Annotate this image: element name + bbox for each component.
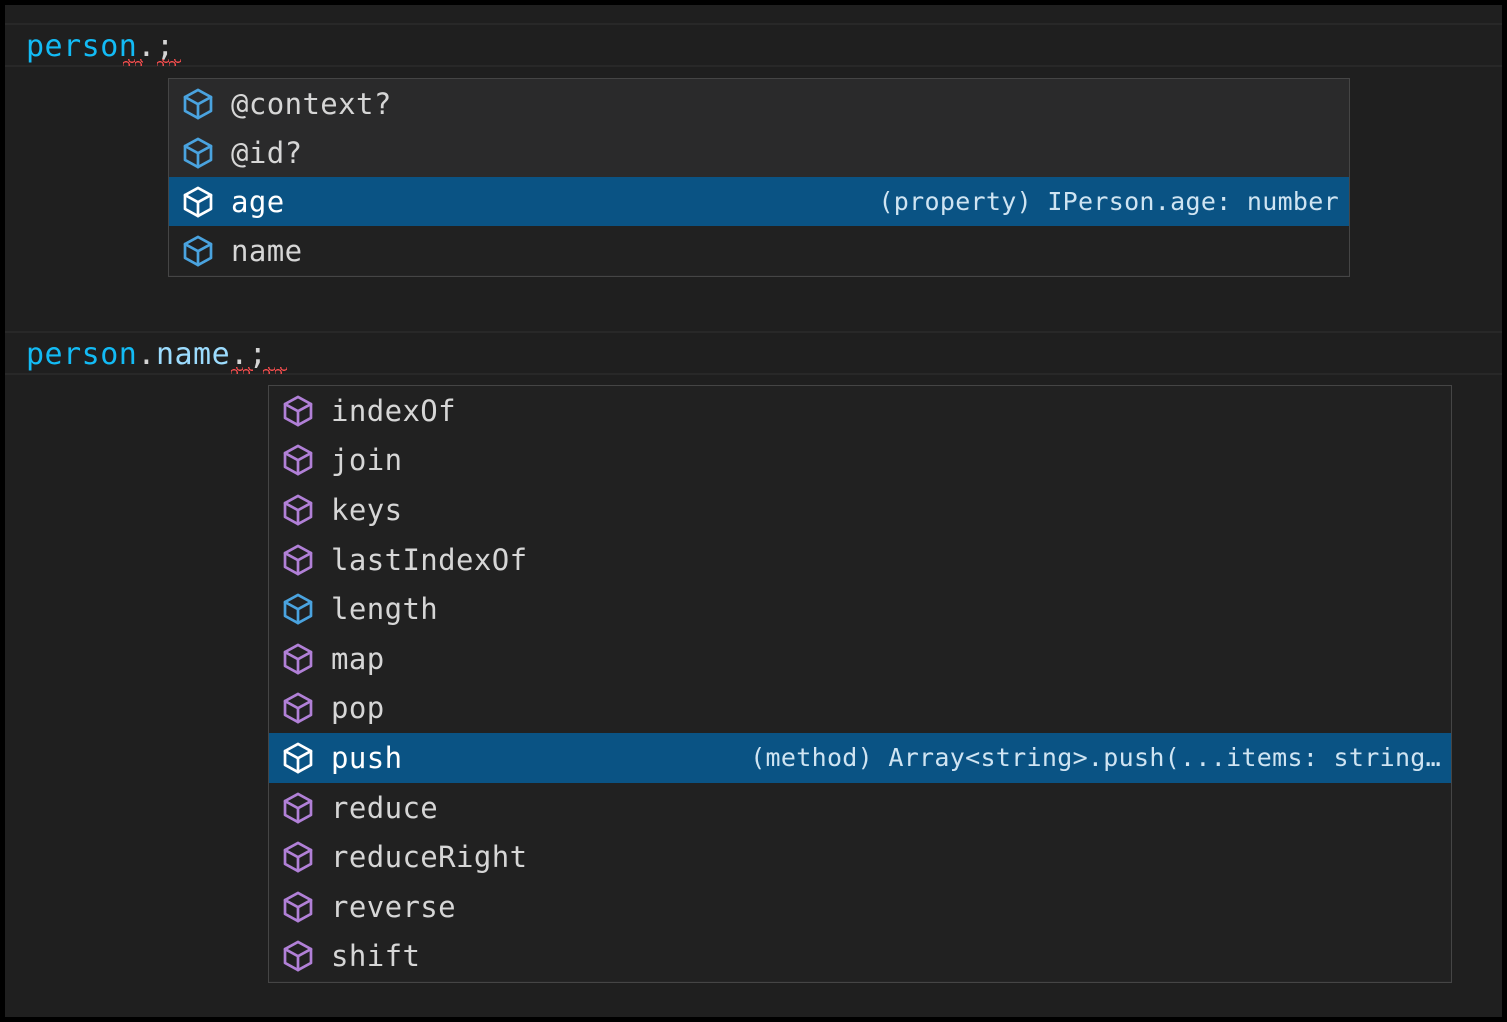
error-squiggle-icon bbox=[231, 367, 253, 374]
suggest-item-label: @id? bbox=[231, 135, 303, 170]
error-squiggle-icon bbox=[157, 59, 181, 66]
token-dot: . bbox=[230, 337, 249, 372]
suggest-item-lastindexof[interactable]: lastIndexOf bbox=[269, 534, 1451, 585]
suggest-item-shift[interactable]: shift bbox=[269, 931, 1451, 982]
property-cube-icon bbox=[183, 186, 213, 217]
suggest-item-label: pop bbox=[331, 691, 385, 726]
suggest-item-keys[interactable]: keys bbox=[269, 485, 1451, 535]
suggest-item-context[interactable]: @context? bbox=[169, 79, 1349, 128]
method-cube-icon bbox=[283, 940, 313, 972]
suggest-widget-person[interactable]: @context? @id? age (property) IPerson.age: … bbox=[168, 78, 1350, 277]
suggest-item-map[interactable]: map bbox=[269, 633, 1451, 684]
suggest-item-id[interactable]: @id? bbox=[169, 128, 1349, 177]
suggest-item-label: shift bbox=[331, 939, 421, 974]
method-cube-icon bbox=[283, 792, 313, 823]
token-dot: . bbox=[137, 29, 156, 64]
token-variable-person: person bbox=[26, 337, 138, 372]
suggest-item-label: map bbox=[331, 641, 385, 676]
token-variable-person: person bbox=[26, 29, 138, 64]
token-semicolon: ; bbox=[155, 29, 175, 64]
token-semicolon: ; bbox=[248, 337, 268, 372]
property-cube-icon bbox=[183, 137, 213, 168]
suggest-item-label: push bbox=[331, 740, 403, 775]
suggest-item-join[interactable]: join bbox=[269, 435, 1451, 486]
suggest-item-label: indexOf bbox=[331, 393, 457, 428]
suggest-item-age[interactable]: age (property) IPerson.age: number bbox=[169, 177, 1349, 226]
suggest-item-label: reduce bbox=[331, 790, 439, 825]
method-cube-icon bbox=[283, 444, 313, 476]
suggest-item-detail: (method) Array<string>.push(...items: st… bbox=[750, 743, 1441, 773]
method-cube-icon bbox=[283, 692, 313, 724]
suggest-item-name[interactable]: name bbox=[169, 226, 1349, 275]
suggest-item-length[interactable]: length bbox=[269, 584, 1451, 634]
error-squiggle-icon bbox=[263, 367, 287, 374]
suggest-item-label: reduceRight bbox=[331, 840, 528, 875]
method-cube-icon bbox=[283, 742, 313, 774]
property-cube-icon bbox=[183, 88, 213, 119]
property-cube-icon bbox=[283, 593, 313, 625]
suggest-item-label: keys bbox=[331, 492, 403, 527]
error-squiggle-icon bbox=[123, 59, 143, 66]
suggest-item-reduceright[interactable]: reduceRight bbox=[269, 832, 1451, 882]
suggest-widget-person-name[interactable]: indexOf join keys lastIndexOf length map pop pu… bbox=[268, 385, 1452, 983]
suggest-item-label: age bbox=[231, 184, 285, 219]
token-dot: . bbox=[137, 337, 156, 372]
code-line-1[interactable]: person.; bbox=[5, 23, 1502, 67]
suggest-item-indexof[interactable]: indexOf bbox=[269, 386, 1451, 436]
token-property-name: name bbox=[155, 337, 231, 372]
suggest-item-push[interactable]: push (method) Array<string>.push(...items… bbox=[269, 733, 1451, 783]
method-cube-icon bbox=[283, 891, 313, 923]
code-line-2[interactable]: person.name.; bbox=[5, 331, 1502, 375]
code-line-1-text: person.; bbox=[26, 25, 175, 69]
suggest-item-label: length bbox=[331, 592, 439, 627]
suggest-item-label: lastIndexOf bbox=[331, 542, 528, 577]
suggest-item-reduce[interactable]: reduce bbox=[269, 782, 1451, 833]
method-cube-icon bbox=[283, 395, 313, 427]
suggest-item-pop[interactable]: pop bbox=[269, 683, 1451, 734]
method-cube-icon bbox=[283, 494, 313, 526]
suggest-item-reverse[interactable]: reverse bbox=[269, 881, 1451, 932]
suggest-item-label: reverse bbox=[331, 889, 457, 924]
property-cube-icon bbox=[183, 235, 213, 266]
method-cube-icon bbox=[283, 643, 313, 675]
suggest-item-label: join bbox=[331, 443, 403, 478]
method-cube-icon bbox=[283, 544, 313, 576]
code-editor[interactable]: person.; person.name.; @context?@id?age(… bbox=[5, 5, 1502, 1017]
suggest-item-label: name bbox=[231, 233, 303, 268]
method-cube-icon bbox=[283, 841, 313, 873]
suggest-item-label: @context? bbox=[231, 86, 392, 121]
suggest-item-detail: (property) IPerson.age: number bbox=[878, 187, 1339, 216]
code-line-2-text: person.name.; bbox=[26, 333, 267, 377]
